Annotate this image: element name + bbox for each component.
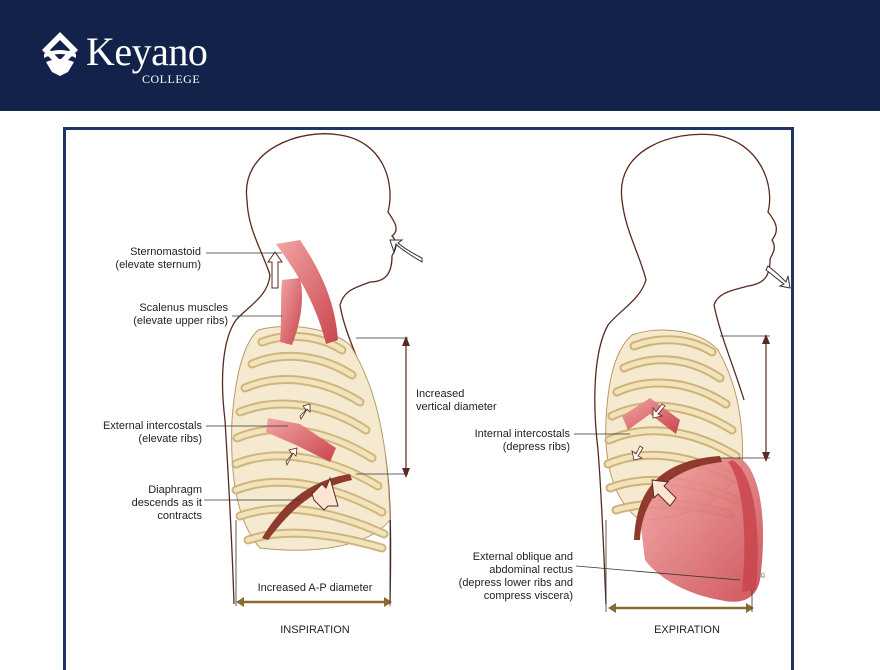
external-intercostals-label-line2: (elevate ribs) <box>138 433 202 445</box>
diaphragm-label: Diaphragm descends as it contracts <box>110 484 202 523</box>
keyano-emblem-icon <box>42 32 78 76</box>
vertical-diameter-label-line1: Increased <box>416 388 465 400</box>
inspiration-back-outline <box>221 199 271 605</box>
vertical-diameter-label: Increased vertical diameter <box>416 388 497 414</box>
scalenus-label-line2: (elevate upper ribs) <box>133 315 228 327</box>
diaphragm-label-line2: descends as it <box>131 497 202 509</box>
keyano-logo[interactable]: Keyano COLLEGE <box>38 30 218 90</box>
expiration-figure: © <box>574 133 791 613</box>
internal-intercostals-label-line2: (depress ribs) <box>502 441 570 453</box>
internal-intercostal-muscle <box>622 398 680 434</box>
external-oblique-label-line4: compress viscera) <box>483 590 573 602</box>
external-intercostal-muscle <box>266 418 336 462</box>
diaphragm-curve <box>262 474 352 540</box>
rib-down-arrow-2-icon <box>631 445 644 461</box>
sternomastoid-label-line2: (elevate sternum) <box>115 259 201 271</box>
rectus-muscle <box>728 460 758 592</box>
external-oblique-label-line2: abdominal rectus <box>489 564 573 576</box>
external-oblique-label: External oblique and abdominal rectus (d… <box>440 551 573 603</box>
expiration-back-outline <box>594 199 647 605</box>
header-banner: Keyano COLLEGE <box>0 0 880 111</box>
expiration-diaphragm-curve <box>634 456 722 540</box>
rib-down-arrow-icon <box>652 403 666 419</box>
vertical-diameter-label-line2: vertical diameter <box>416 401 497 413</box>
inhale-arrow-icon <box>389 239 423 263</box>
sternomastoid-muscle <box>276 240 338 344</box>
scalenus-label-line1: Scalenus muscles <box>139 302 228 314</box>
internal-intercostals-label: Internal intercostals (depress ribs) <box>450 428 570 454</box>
expiration-body-outline <box>620 133 778 401</box>
scalenus-label: Scalenus muscles (elevate upper ribs) <box>88 302 228 328</box>
diaphragm-up-arrow-icon <box>651 479 677 507</box>
diaphragm-label-line3: contracts <box>157 510 202 522</box>
external-oblique-label-line1: External oblique and <box>472 551 573 563</box>
brand-name: Keyano <box>86 29 208 74</box>
rib-up-arrow-2-icon <box>285 447 298 467</box>
inspiration-ribcage <box>231 325 391 553</box>
external-intercostals-label: External intercostals (elevate ribs) <box>82 420 202 446</box>
sternum-up-arrow-icon <box>267 251 283 289</box>
sternomastoid-label-line1: Sternomastoid <box>130 246 201 258</box>
diaphragm-label-line1: Diaphragm <box>148 484 202 496</box>
inspiration-figure <box>204 133 423 607</box>
inspiration-title: INSPIRATION <box>280 624 350 636</box>
external-oblique-label-line3: (depress lower ribs and <box>458 577 573 589</box>
ap-diameter-label: Increased A-P diameter <box>257 582 373 594</box>
sternomastoid-label: Sternomastoid (elevate sternum) <box>98 246 201 272</box>
brand-subtitle: COLLEGE <box>142 72 201 86</box>
external-intercostals-label-line1: External intercostals <box>102 420 202 432</box>
diaphragm-down-arrow-icon <box>311 476 339 511</box>
expiration-title: EXPIRATION <box>654 624 720 636</box>
internal-intercostals-label-line1: Internal intercostals <box>474 428 570 440</box>
artist-signature-mark: © <box>760 572 766 580</box>
exhale-arrow-icon <box>765 265 791 289</box>
rib-up-arrow-icon <box>299 403 311 420</box>
scalenus-muscle <box>280 278 303 345</box>
